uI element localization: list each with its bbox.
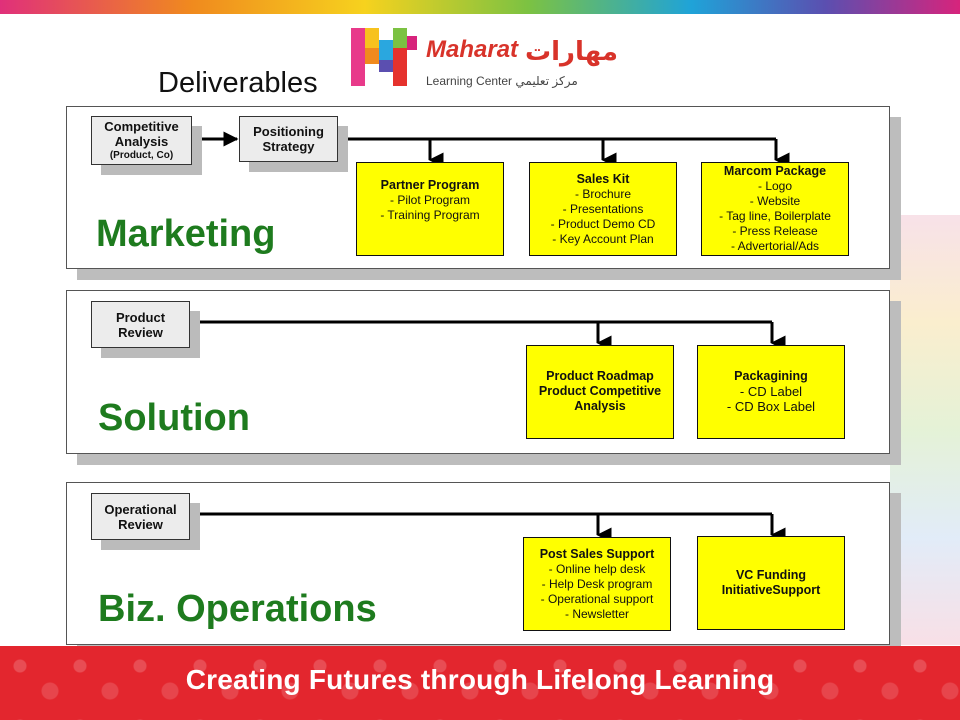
maharat-logo: Maharat مهارات Learning Center مركز تعلي… xyxy=(349,26,624,96)
section-label-marketing: Marketing xyxy=(96,213,276,255)
node-sales-kit: Sales Kit - Brochure - Presentations - P… xyxy=(529,162,677,256)
node-competitive-analysis: Competitive Analysis (Product, Co) xyxy=(91,116,192,165)
node-vc-funding: VC Funding InitiativeSupport xyxy=(697,536,845,630)
puzzle-m-logo-icon xyxy=(351,28,417,86)
footer-banner xyxy=(0,646,960,720)
logo-latin-name: Maharat xyxy=(426,36,519,63)
logo-subtitle: Learning Center مركز تعليمي xyxy=(426,74,578,88)
footer-tagline: Creating Futures through Lifelong Learni… xyxy=(185,664,775,695)
rainbow-top-bar xyxy=(0,0,960,14)
node-operational-review: Operational Review xyxy=(91,493,190,540)
node-product-roadmap: Product Roadmap Product Competitive Anal… xyxy=(526,345,674,439)
node-post-sales-support: Post Sales Support - Online help desk - … xyxy=(523,537,671,631)
logo-arabic-name: مهارات xyxy=(525,36,619,66)
section-label-solution: Solution xyxy=(98,397,250,439)
decorative-puzzle-strip xyxy=(890,215,960,645)
node-positioning-strategy: Positioning Strategy xyxy=(239,116,338,162)
node-packaging: Packagining - CD Label - CD Box Label xyxy=(697,345,845,439)
node-marcom-package: Marcom Package - Logo - Website - Tag li… xyxy=(701,162,849,256)
section-label-biz-operations: Biz. Operations xyxy=(98,588,377,630)
node-partner-program: Partner Program - Pilot Program - Traini… xyxy=(356,162,504,256)
page-title: Deliverables xyxy=(158,67,318,99)
node-product-review: Product Review xyxy=(91,301,190,348)
